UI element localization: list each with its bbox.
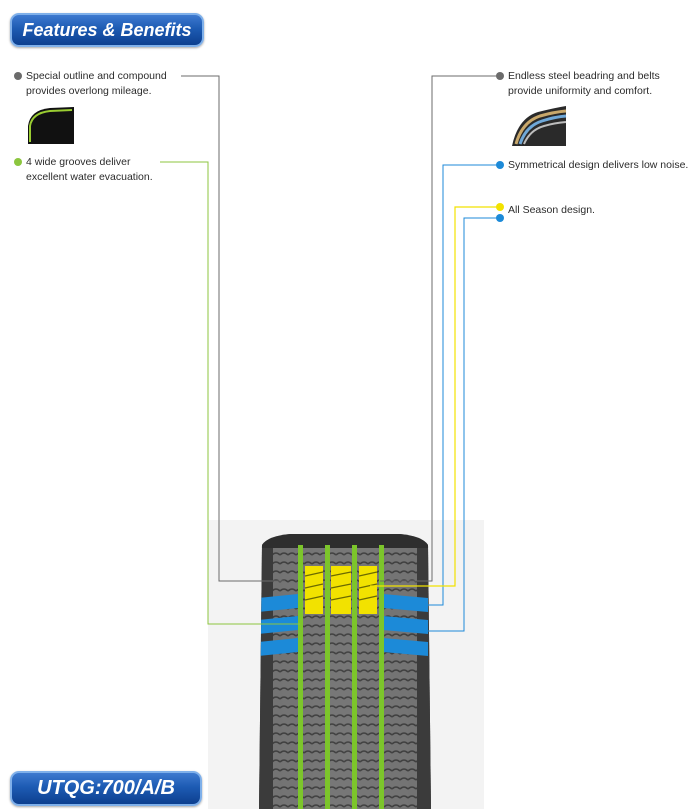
outline-callout: Special outline and compound provides ov… <box>26 69 167 98</box>
symmetrical-callout-line1: Symmetrical design delivers low noise. <box>508 159 689 171</box>
steel-leader-line <box>380 75 499 582</box>
season-leader-line <box>370 206 499 587</box>
outline-callout-line2: provides overlong mileage. <box>26 84 152 97</box>
tire-profile-icon <box>26 104 74 144</box>
grooves-callout-line1: 4 wide grooves deliver <box>26 156 131 168</box>
steel-belt-cutaway-icon <box>508 100 568 148</box>
season-bullet-dot <box>496 203 504 211</box>
symmetrical-leader-line <box>400 164 499 606</box>
season-callout-line1: All Season design. <box>508 204 595 216</box>
outline-leader-line <box>181 75 285 582</box>
symmetrical-leader-line-2 <box>400 217 499 632</box>
steel-callout: Endless steel beadring and belts provide… <box>508 69 660 98</box>
outline-callout-line1: Special outline and compound <box>26 70 167 82</box>
season-callout: All Season design. <box>508 203 595 218</box>
grooves-callout-line2: excellent water evacuation. <box>26 170 153 183</box>
steel-callout-line1: Endless steel beadring and belts <box>508 70 660 82</box>
season-bullet-dot-blue <box>496 214 504 222</box>
utqg-rating-badge: UTQG:700/A/B <box>10 771 202 806</box>
steel-bullet-dot <box>496 72 504 80</box>
grooves-callout: 4 wide grooves deliver excellent water e… <box>26 155 153 184</box>
features-benefits-title: Features & Benefits <box>10 13 204 47</box>
symmetrical-callout: Symmetrical design delivers low noise. <box>508 158 688 173</box>
steel-callout-line2: provide uniformity and comfort. <box>508 84 653 97</box>
grooves-bullet-dot <box>14 158 22 166</box>
outline-bullet-dot <box>14 72 22 80</box>
tire-tread <box>259 534 431 809</box>
symmetrical-bullet-dot <box>496 161 504 169</box>
grooves-leader-line <box>160 161 300 625</box>
